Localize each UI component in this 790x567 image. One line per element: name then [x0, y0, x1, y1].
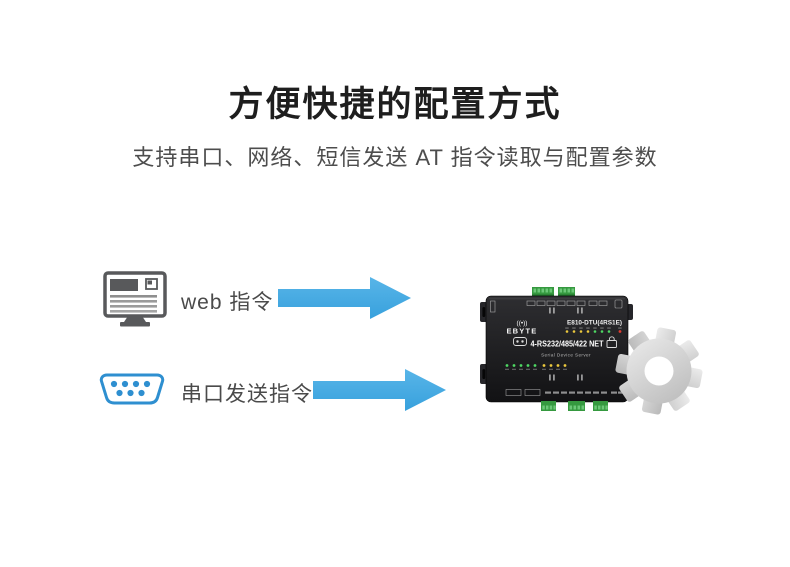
power-led	[618, 330, 622, 333]
page-subtitle: 支持串口、网络、短信发送 AT 指令读取与配置参数	[132, 145, 658, 170]
lock-icon	[606, 336, 617, 348]
terminal-block-top	[532, 287, 575, 297]
device-model: E810-DTU(4RS1E)	[567, 320, 622, 327]
device-chassis	[485, 295, 629, 403]
gear-icon	[615, 327, 703, 415]
antenna-icon: ((•))	[517, 320, 528, 327]
device-name: 4-RS232/485/422 NET	[531, 340, 604, 349]
channel-led-row	[505, 364, 567, 370]
screw-marks-bottom	[549, 374, 583, 381]
page-title: 方便快捷的配置方式	[228, 85, 562, 124]
screw-marks-top	[549, 307, 583, 314]
monitor-banner	[110, 279, 138, 291]
device-illustration: ((•)) EBYTE E810-DTU(4RS1E) 4-RS232/48	[480, 287, 633, 411]
device-type-label: Serial Device Server	[541, 353, 591, 358]
arrow-right-icon	[278, 277, 411, 319]
terminal-plug-icon	[513, 337, 527, 346]
terminal-block-bottom	[541, 401, 608, 411]
serial-command-label: 串口发送指令	[181, 383, 313, 406]
web-command-label: web 指令	[181, 291, 274, 314]
monitor-icon	[103, 271, 167, 327]
device-brand: EBYTE	[506, 327, 537, 336]
status-led-row	[565, 327, 622, 333]
arrow-right-icon	[313, 369, 446, 411]
port-label-marks-bottom	[505, 389, 623, 396]
db9-serial-port-icon	[99, 373, 165, 405]
port-label-marks-top	[490, 299, 623, 313]
